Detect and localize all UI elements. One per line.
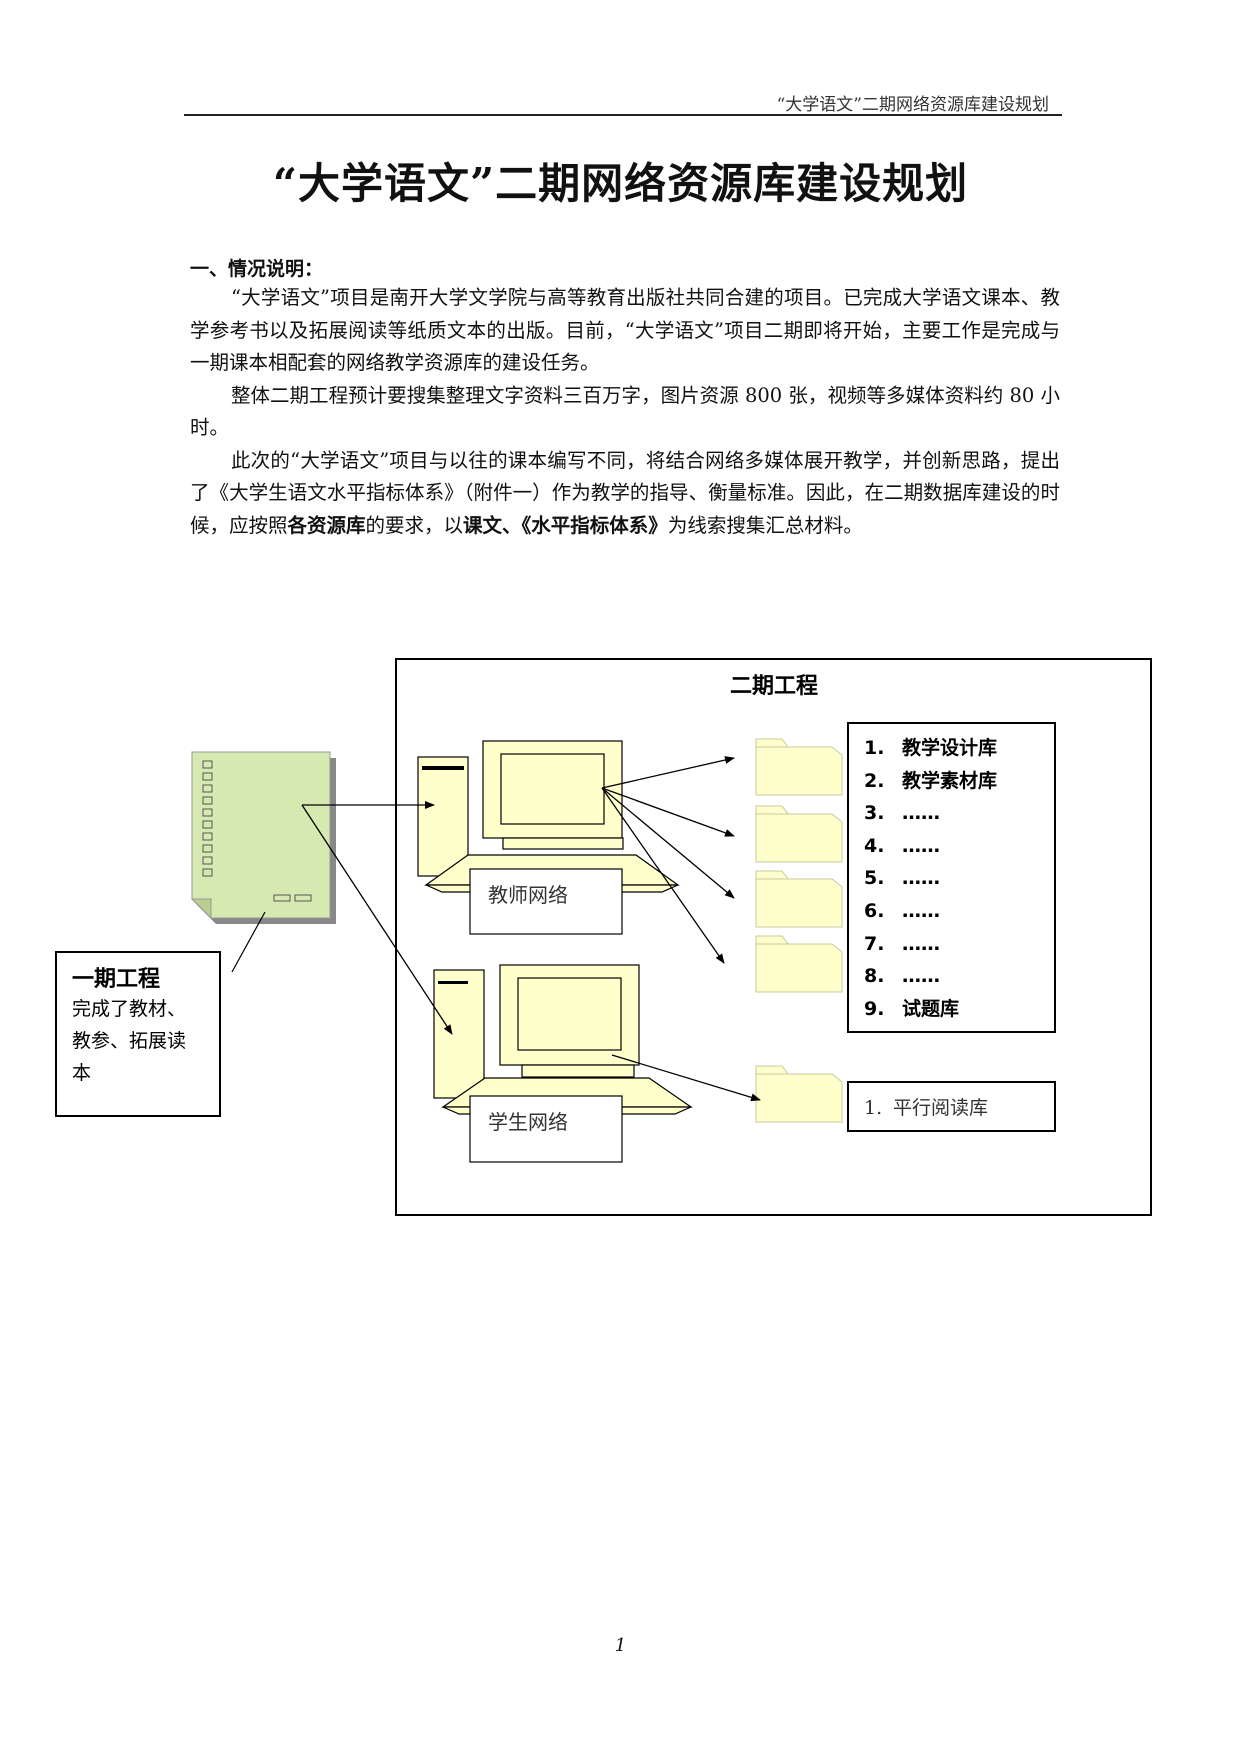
list-item-number: 8.	[864, 965, 884, 987]
phase1-desc-line1: 完成了教材、	[72, 998, 186, 1020]
folder-icon-5	[755, 1065, 843, 1123]
section-heading: 一、情况说明：	[190, 258, 324, 280]
student-list-text: 平行阅读库	[893, 1097, 988, 1119]
teacher-resource-list: 1. 教学设计库 2. 教学素材库 3. …… 4. …… 5. …… 6. ……	[864, 736, 997, 1020]
page-number: 1	[614, 1635, 627, 1656]
list-item-text: ……	[902, 802, 940, 824]
p3-part1: 此次的“大学语文”项目与以往的课本编写不同，将结合网络多媒体展开教学，并创新思路…	[190, 448, 1060, 537]
phase1-desc-line3: 本	[72, 1062, 91, 1084]
list-item-number: 1.	[864, 737, 884, 759]
list-item-number: 5.	[864, 867, 884, 889]
running-header: “大学语文”二期网络资源库建设规划	[776, 95, 1049, 115]
phase1-connector	[231, 911, 266, 973]
list-item-number: 2.	[864, 770, 884, 792]
p3-bold2: 课文、《水平指标体系》	[463, 513, 668, 537]
list-item-text: ……	[902, 835, 940, 857]
list-item-number: 6.	[864, 900, 884, 922]
folder-icon-4	[755, 935, 843, 993]
list-item-text: ……	[902, 933, 940, 955]
header-rule	[184, 114, 1062, 116]
student-network-label: 学生网络	[488, 1110, 568, 1134]
teacher-resource-list-box	[847, 722, 1056, 1033]
folder-icon-3	[755, 870, 843, 928]
body-text: “大学语文”项目是南开大学文学院与高等教育出版社共同合建的项目。已完成大学语文课…	[190, 282, 1060, 542]
list-item-text: ……	[902, 900, 940, 922]
document-icon	[190, 751, 336, 924]
student-list-number: 1.	[864, 1097, 882, 1119]
list-item-number: 3.	[864, 802, 884, 824]
diagram-arrows	[301, 756, 761, 1102]
teacher-computer-icon	[417, 740, 680, 935]
paragraph-1: “大学语文”项目是南开大学文学院与高等教育出版社共同合建的项目。已完成大学语文课…	[190, 286, 1060, 374]
list-item-number: 4.	[864, 835, 884, 857]
paragraph-3: 此次的“大学语文”项目与以往的课本编写不同，将结合网络多媒体展开教学，并创新思路…	[190, 445, 1060, 543]
student-resource-list-box	[847, 1081, 1056, 1132]
list-item-text: ……	[902, 965, 940, 987]
phase1-box	[55, 951, 221, 1117]
list-item-text: ……	[902, 867, 940, 889]
list-item-number: 9.	[864, 998, 884, 1020]
phase2-title: 二期工程	[730, 674, 818, 699]
phase1-title: 一期工程	[72, 967, 160, 992]
p3-part2: 的要求，以	[365, 513, 464, 537]
p3-part3: 为线索搜集汇总材料。	[667, 513, 863, 537]
folder-icon-1	[755, 738, 843, 796]
phase2-frame	[395, 658, 1152, 1216]
page-title: “大学语文”二期网络资源库建设规划	[272, 159, 969, 208]
list-item-text: 教学设计库	[902, 736, 997, 759]
paragraph-2: 整体二期工程预计要搜集整理文字资料三百万字，图片资源 800 张，视频等多媒体资…	[190, 383, 1060, 440]
teacher-network-label: 教师网络	[488, 883, 568, 907]
list-item-text: 试题库	[902, 997, 959, 1020]
student-computer-icon	[433, 964, 693, 1163]
p3-bold1: 各资源库	[287, 513, 366, 537]
list-item-number: 7.	[864, 933, 884, 955]
list-item-text: 教学素材库	[902, 769, 997, 792]
folder-icon-2	[755, 805, 843, 863]
phase1-desc-line2: 教参、拓展读	[72, 1030, 186, 1052]
